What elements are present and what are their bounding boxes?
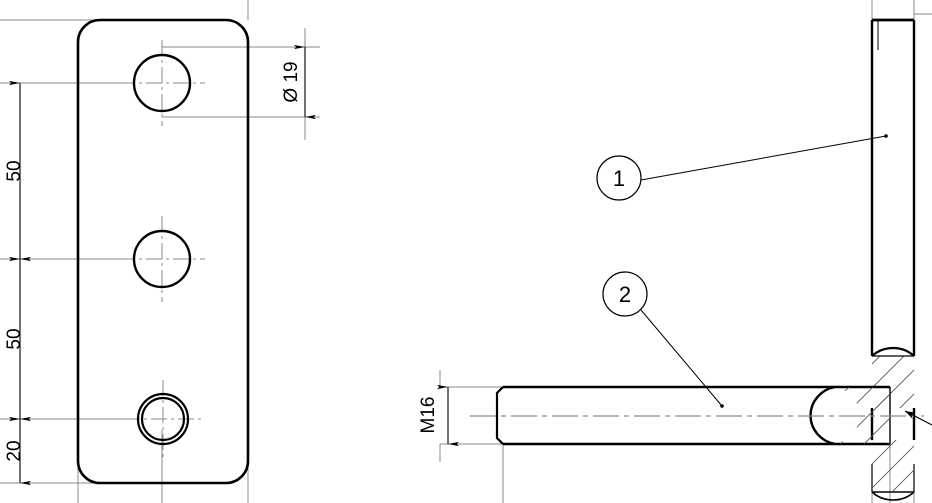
vertical-plate [870, 18, 916, 493]
balloon-2-label: 2 [619, 282, 631, 307]
hatch-bolt-end [835, 387, 890, 444]
vertical-plate-bore-arcs [871, 346, 915, 501]
hole-top [132, 53, 192, 113]
hole-middle [132, 229, 192, 289]
dimension-50-lower: 50 [4, 328, 25, 349]
dimension-50-upper: 50 [4, 160, 25, 181]
edge-leader-arrow [904, 410, 932, 426]
balloon-1-circle[interactable] [596, 155, 642, 201]
dimension-m16: M16 [418, 397, 439, 434]
balloon-1-label: 1 [613, 166, 625, 191]
balloon-1-leader-dot [884, 134, 888, 138]
balloon-2-circle[interactable] [602, 271, 648, 317]
dimension-20: 20 [4, 440, 25, 461]
dimension-diameter-19: Ø 19 [281, 61, 302, 102]
hole-bottom-threaded-inner [140, 396, 186, 442]
right-view-extension-lines [439, 0, 932, 503]
balloon-2-leader [640, 309, 723, 407]
balloon-1-leader [640, 135, 887, 181]
hole-bottom-threaded-outer [136, 392, 190, 446]
hatch-vertical-plate-lower [872, 440, 914, 492]
hole-centre-lines [119, 40, 205, 458]
balloon-2[interactable]: 2 [602, 271, 724, 408]
plate-outline [76, 18, 250, 485]
balloon-2-leader-dot [720, 404, 724, 408]
balloon-1[interactable]: 1 [596, 134, 888, 201]
hatch-vertical-plate-upper [872, 356, 914, 408]
left-dimension-extension-lines [0, 19, 320, 484]
